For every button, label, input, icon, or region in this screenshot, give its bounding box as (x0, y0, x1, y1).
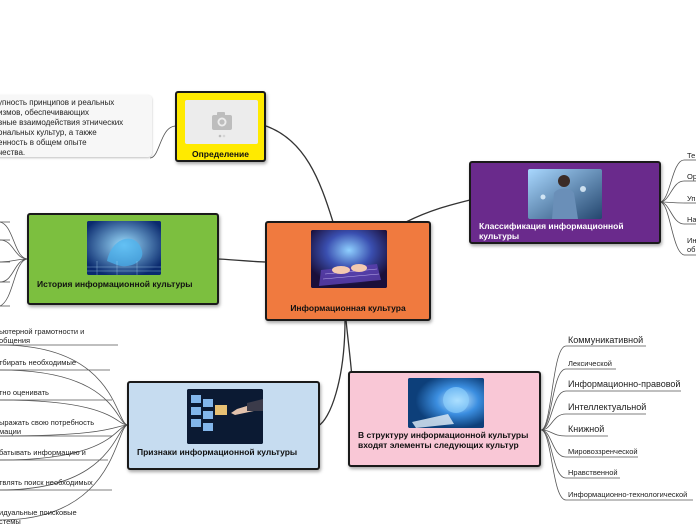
center-label: Информационная культура (290, 303, 406, 313)
definition-node[interactable]: Определение (175, 91, 266, 162)
structure-leaf-tech[interactable]: Информационно-технологической (568, 490, 688, 499)
structure-label: В структуру информационной культуры вход… (358, 430, 529, 450)
classification-node[interactable]: Классификация информационной культуры (469, 161, 661, 244)
structure-node[interactable]: В структуру информационной культуры вход… (348, 371, 541, 467)
definition-label: Определение (192, 149, 249, 159)
structure-leaf-legal[interactable]: Информационно-правовой (568, 379, 681, 389)
signs-image (187, 389, 263, 444)
classification-leaf[interactable]: Ин об (687, 236, 696, 254)
signs-label: Признаки информационной культуры (137, 447, 298, 457)
structure-leaf-communicative[interactable]: Коммуникативной (568, 335, 644, 345)
signs-leaf[interactable]: тно оценивать (0, 388, 49, 397)
structure-leaf-moral[interactable]: Нравственной (568, 468, 618, 477)
signs-leaf[interactable]: тбирать необходимые (0, 358, 77, 367)
camera-icon (212, 112, 232, 138)
structure-image (408, 378, 484, 428)
structure-leaf-intellectual[interactable]: Интеллектуальной (568, 402, 647, 412)
structure-leaf-worldview[interactable]: Мировоззренческой (568, 447, 638, 456)
classification-leaf[interactable]: На (687, 215, 696, 224)
history-image (87, 221, 161, 275)
center-image (311, 230, 387, 288)
signs-leaf[interactable]: ьютерной грамотности и общения (0, 327, 85, 345)
history-label: История информационной культуры (37, 279, 193, 289)
classification-image (528, 169, 602, 219)
classification-leaf[interactable]: Уп (687, 194, 696, 203)
signs-node[interactable]: Признаки информационной культуры (127, 381, 320, 470)
signs-leaf[interactable]: твлять поиск необходимых (0, 478, 93, 487)
definition-note: упность принципов и реальных измов, обес… (0, 95, 152, 157)
structure-leaf-lexical[interactable]: Лексической (568, 359, 612, 368)
signs-leaf[interactable]: батывать информацию и (0, 448, 86, 457)
center-node[interactable]: Информационная культура (265, 221, 431, 321)
signs-leaf[interactable]: идуальные поисковые стемы (0, 508, 77, 526)
signs-leaf[interactable]: ыражать свою потребность мации (0, 418, 95, 436)
structure-leaf-book[interactable]: Книжной (568, 424, 605, 434)
history-node[interactable]: История информационной культуры (27, 213, 219, 305)
classification-leaf[interactable]: Ор (687, 172, 696, 181)
classification-label: Классификация информационной культуры (479, 221, 624, 241)
classification-leaf[interactable]: Те (687, 151, 696, 160)
image-placeholder (185, 100, 258, 144)
